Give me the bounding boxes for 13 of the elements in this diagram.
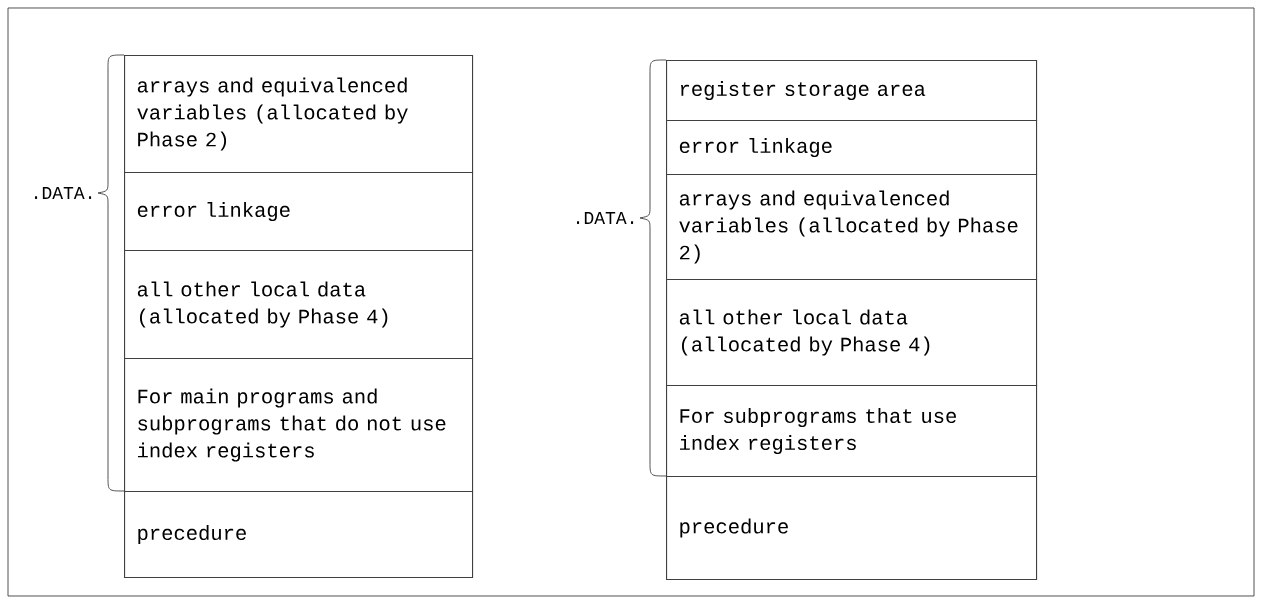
memory-cell: arrays and equivalenced variables (allocated by Phase 2)	[666, 174, 1038, 281]
memory-cell: For subprograms that use index registers	[666, 385, 1038, 478]
brace-label: .DATA.	[577, 212, 634, 224]
memory-cell: precedure	[124, 491, 474, 579]
memory-cell: register storage area	[666, 60, 1038, 122]
memory-cell: For main programs and subprograms that do not use index registers	[124, 358, 474, 493]
memory-cell: all other local data (allocated by Phase 4)	[666, 279, 1038, 387]
memory-cell: precedure	[666, 476, 1038, 581]
brace-label: .DATA.	[35, 187, 92, 199]
memory-cell: arrays and equivalenced variables (allocated by Phase 2)	[124, 55, 474, 174]
memory-cell: all other local data (allocated by Phase 4)	[124, 250, 474, 360]
memory-cell: error linkage	[666, 120, 1038, 176]
memory-cell: error linkage	[124, 172, 474, 252]
